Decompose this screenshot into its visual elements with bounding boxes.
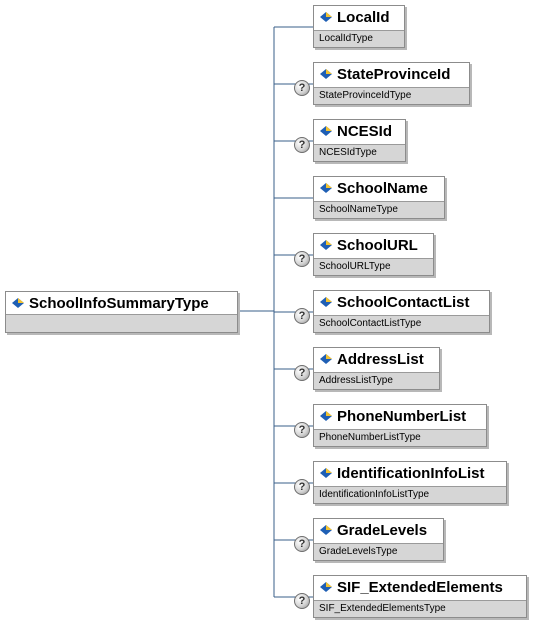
element-name: GradeLevels [337, 521, 428, 539]
element-icon [320, 240, 332, 250]
element-header: SchoolContactList [314, 291, 489, 313]
element-icon [320, 69, 332, 79]
element-type-label: SchoolContactListType [314, 315, 489, 332]
element-name: SchoolURL [337, 236, 418, 254]
element-name: NCESId [337, 122, 393, 140]
root-type-bar [6, 314, 237, 332]
optional-marker-icon: ? [294, 308, 310, 324]
element-type-label: LocalIdType [314, 30, 404, 47]
element-type-label: AddressListType [314, 372, 439, 389]
element-header: SIF_ExtendedElements [314, 576, 526, 598]
element-header: SchoolName [314, 177, 444, 199]
optional-marker-icon: ? [294, 593, 310, 609]
element-name: AddressList [337, 350, 424, 368]
element-header: IdentificationInfoList [314, 462, 506, 484]
element-type-label: PhoneNumberListType [314, 429, 486, 446]
element-name: SchoolContactList [337, 293, 470, 311]
element-type-label: NCESIdType [314, 144, 405, 161]
element-icon [320, 126, 332, 136]
element-header: StateProvinceId [314, 63, 469, 85]
element-header: SchoolURL [314, 234, 433, 256]
element-header: GradeLevels [314, 519, 443, 541]
optional-marker-icon: ? [294, 479, 310, 495]
element-header: NCESId [314, 120, 405, 142]
element-header: AddressList [314, 348, 439, 370]
element-type-label: StateProvinceIdType [314, 87, 469, 104]
element-header: LocalId [314, 6, 404, 28]
element-name: SIF_ExtendedElements [337, 578, 503, 596]
element-name: SchoolName [337, 179, 428, 197]
element-icon [320, 183, 332, 193]
optional-marker-icon: ? [294, 80, 310, 96]
element-type-label: SIF_ExtendedElementsType [314, 600, 526, 617]
complex-type-icon [12, 298, 24, 308]
element-type-label: SchoolURLType [314, 258, 433, 275]
optional-marker-icon: ? [294, 536, 310, 552]
optional-marker-icon: ? [294, 422, 310, 438]
element-icon [320, 525, 332, 535]
optional-marker-icon: ? [294, 137, 310, 153]
element-icon [320, 12, 332, 22]
element-type-label: GradeLevelsType [314, 543, 443, 560]
element-type-label: SchoolNameType [314, 201, 444, 218]
element-icon [320, 582, 332, 592]
root-type-name: SchoolInfoSummaryType [29, 294, 209, 312]
element-name: IdentificationInfoList [337, 464, 485, 482]
element-name: LocalId [337, 8, 390, 26]
element-icon [320, 411, 332, 421]
root-type-box[interactable]: SchoolInfoSummaryType [5, 291, 238, 333]
element-name: PhoneNumberList [337, 407, 467, 425]
root-type-header: SchoolInfoSummaryType [6, 292, 237, 314]
element-icon [320, 297, 332, 307]
optional-marker-icon: ? [294, 365, 310, 381]
element-header: PhoneNumberList [314, 405, 486, 427]
element-type-label: IdentificationInfoListType [314, 486, 506, 503]
element-icon [320, 354, 332, 364]
element-icon [320, 468, 332, 478]
element-box-schoolurl[interactable]: SchoolURL SchoolURLType [313, 233, 434, 276]
element-name: StateProvinceId [337, 65, 451, 83]
optional-marker-icon: ? [294, 251, 310, 267]
